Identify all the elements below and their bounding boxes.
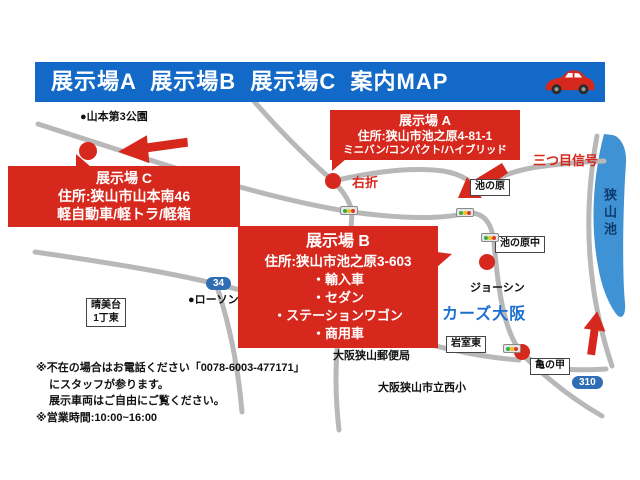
red-car-icon (545, 70, 595, 95)
label-joshin: ジョーシン (470, 282, 525, 294)
site-b-name: 展示場 B (305, 233, 370, 250)
visitor-notes: ※不在の場合はお電話ください「0078-6003-477171」 にスタッフが参… (36, 360, 305, 426)
note-line: にスタッフが参ります。 (49, 378, 169, 391)
callout-pointer (332, 159, 346, 172)
right-turn-location-dot (325, 173, 341, 189)
site-a-vehicles: ミニバン/コンパクト/ハイブリッド (343, 143, 507, 156)
label-post-office: 大阪狭山郵便局 (333, 350, 410, 362)
site-b-vehicle-item: ・セダン (311, 290, 364, 306)
placebox-kame-no-ko: 亀の甲 (530, 358, 570, 375)
placebox-ikenohara: 池の原 (470, 179, 510, 196)
site-a-name: 展示場 A (398, 113, 451, 128)
site-b-location-dot (479, 254, 495, 270)
placebox-ikenohara-naka: 池の原中 (495, 236, 545, 253)
traffic-light-icon (340, 206, 358, 215)
callout-site-a: 展示場 A 住所:狭山市池之原4-81-1 ミニバン/コンパクト/ハイブリッド (330, 110, 520, 172)
label-sayama-pond: 狭山池 (602, 188, 617, 239)
red-arrow-north-icon (583, 311, 606, 356)
label-nishi-elementary: 大阪狭山市立西小 (378, 382, 466, 394)
note-line: ※不在の場合はお電話ください「0078-6003-477171」 (36, 362, 305, 374)
callout-site-c: 展示場 C 住所:狭山市山本南46 軽自動車/軽トラ/軽箱 (8, 154, 240, 227)
placebox-harumidai: 晴美台 1丁東 (86, 298, 126, 327)
label-cars-osaka: カーズ大阪 (442, 306, 527, 323)
label-lawson: ●ローソン (188, 294, 239, 306)
site-b-vehicle-item: ・ステーションワゴン (273, 308, 403, 324)
route-shield-310: 310 (572, 376, 603, 389)
callout-site-b: 展示場 B 住所:狭山市池之原3-603 ・輸入車 ・セダン ・ステーションワゴ… (238, 226, 452, 349)
label-third-signal: 三つ目信号 (533, 153, 599, 168)
site-c-vehicles: 軽自動車/軽トラ/軽箱 (57, 206, 191, 223)
site-c-address: 住所:狭山市山本南46 (57, 188, 191, 205)
traffic-light-icon (456, 208, 474, 217)
header-bar: 展示場A 展示場B 展示場C 案内MAP (35, 62, 605, 102)
site-b-address: 住所:狭山市池之原3-603 (264, 253, 412, 269)
traffic-light-icon (503, 344, 521, 353)
traffic-light-icon (481, 233, 499, 242)
callout-pointer (437, 252, 452, 267)
page-title: 展示場A 展示場B 展示場C 案内MAP (51, 69, 449, 94)
site-b-vehicle-item: ・商用車 (311, 326, 364, 342)
placebox-iwamuro-higashi: 岩室東 (446, 336, 486, 353)
red-arrow-west-icon (118, 135, 189, 164)
placebox-harumidai-line1: 晴美台 (91, 300, 121, 311)
callout-pointer (76, 154, 91, 167)
placebox-harumidai-line2: 1丁東 (93, 312, 119, 324)
note-line: 展示車両はご自由にご覧ください。 (49, 395, 225, 407)
route-shield-34: 34 (206, 277, 232, 290)
label-yamamoto-park: ●山本第3公園 (80, 111, 148, 123)
site-b-vehicle-item: ・輸入車 (311, 272, 364, 288)
label-right-turn: 右折 (352, 175, 379, 190)
site-c-name: 展示場 C (96, 170, 152, 186)
sayama-pond-water (593, 134, 627, 317)
note-line: ※営業時間:10:00~16:00 (36, 411, 158, 424)
site-a-address: 住所:狭山市池之原4-81-1 (357, 128, 493, 143)
